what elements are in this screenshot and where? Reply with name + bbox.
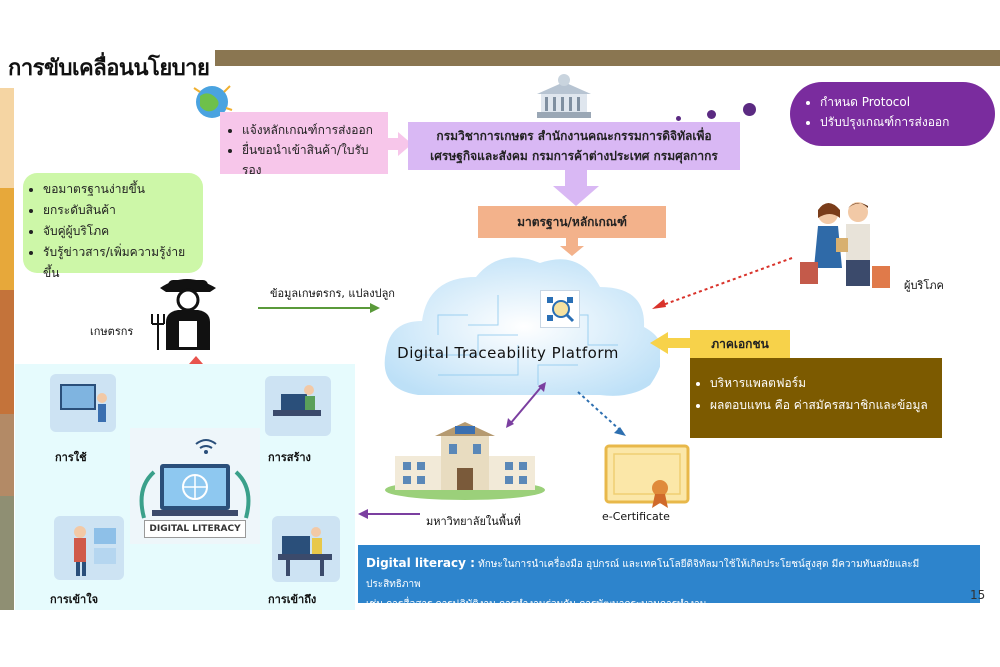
use-label: การใช้ <box>55 451 87 464</box>
create-label: การสร้าง <box>268 451 311 464</box>
platform-cloud <box>384 257 660 396</box>
definition-box: Digital literacy : ทักษะในการนำเครื่องมื… <box>358 545 980 610</box>
private-item: บริหารแพลตฟอร์ม <box>710 372 938 394</box>
strip-segment <box>0 290 14 414</box>
private-sector-box: บริหารแพลตฟอร์ม ผลตอบแทน คือ ค่าสมัครสมา… <box>690 358 942 438</box>
consumer-label: ผู้บริโภค <box>904 279 944 292</box>
definition-term: Digital literacy : <box>366 556 475 570</box>
benefit-item: รับรู้ข่าวสาร/เพิ่มความรู้ง่ายขึ้น <box>43 242 199 284</box>
dot <box>676 116 681 121</box>
create-illustration <box>265 376 331 436</box>
government-building-icon <box>537 74 591 118</box>
arrow-down-icon <box>560 238 584 256</box>
access-label: การเข้าถึง <box>268 593 317 606</box>
digital-literacy-badge: DIGITAL LITERACY <box>144 520 246 538</box>
dot <box>743 103 756 116</box>
arrow-down-icon <box>553 170 599 206</box>
access-icon <box>278 527 332 576</box>
header-bar <box>215 50 1000 66</box>
laptop-globe-icon <box>139 439 251 519</box>
university-label: มหาวิทยาลัยในพื้นที่ <box>426 515 521 528</box>
farmer-benefits-box: ขอมาตรฐานง่ายขึ้น ยกระดับสินค้า จับคู่ผู… <box>23 173 203 280</box>
arrow-right-icon <box>258 303 380 313</box>
benefit-item: จับคู่ผู้บริโภค <box>43 221 199 242</box>
protocol-item: ปรับปรุงเกณฑ์การส่งออก <box>820 112 987 132</box>
understand-label: การเข้าใจ <box>50 593 99 606</box>
arrow-left-icon <box>358 509 420 519</box>
arrow-right-icon <box>386 132 412 156</box>
protocol-item: กำหนด Protocol <box>820 92 987 112</box>
magnifier-icon <box>547 297 575 323</box>
definition-line-2: เช่น การสื่อสาร การปฏิบัติงาน การทำงานร่… <box>366 599 707 610</box>
digital-literacy-card: DIGITAL LITERACY <box>130 428 260 544</box>
agencies-line: กรมวิชาการเกษตร สำนักงานคณะกรรมการดิจิทั… <box>436 129 712 143</box>
strip-segment <box>0 496 14 610</box>
dotted-arrow <box>577 391 626 436</box>
traceability-icon <box>540 290 580 328</box>
private-sector-label: ภาคเอกชน <box>690 330 790 358</box>
definition-text: ทักษะในการนำเครื่องมือ อุปกรณ์ และเทคโนโ… <box>366 559 920 590</box>
farmer-icon <box>151 279 216 350</box>
strip-segment <box>0 188 14 290</box>
consumers-icon <box>800 202 890 288</box>
certificate-label: e-Certificate <box>602 510 670 523</box>
understand-illustration <box>54 516 124 580</box>
university-icon <box>385 422 545 500</box>
platform-label: Digital Traceability Platform <box>397 344 619 362</box>
private-item: ผลตอบแทน คือ ค่าสมัครสมาชิกและข้อมูล <box>710 394 938 416</box>
benefit-item: ยกระดับสินค้า <box>43 200 199 221</box>
creator-desk-icon <box>273 385 321 416</box>
export-rules-box: แจ้งหลักเกณฑ์การส่งออก ยื่นขอนำเข้าสินค้… <box>220 112 388 177</box>
use-illustration <box>50 374 116 432</box>
dotted-arrow <box>652 257 793 309</box>
bidirectional-arrow <box>506 382 546 428</box>
globe-icon <box>193 85 233 118</box>
computer-user-icon <box>60 384 107 422</box>
export-item: ยื่นขอนำเข้าสินค้า/ใบรับรอง <box>242 140 384 180</box>
farmer-data-label: ข้อมูลเกษตรกร, แปลงปลูก <box>270 287 395 300</box>
export-item: แจ้งหลักเกณฑ์การส่งออก <box>242 120 384 140</box>
certificate-icon <box>604 444 690 508</box>
access-illustration <box>272 516 340 582</box>
benefit-item: ขอมาตรฐานง่ายขึ้น <box>43 179 199 200</box>
page-title: การขับเคลื่อนนโยบาย <box>8 56 210 81</box>
dot <box>707 110 716 119</box>
definition-line-1: Digital literacy : ทักษะในการนำเครื่องมื… <box>366 553 970 595</box>
arrow-left-icon <box>650 332 692 354</box>
strip-segment <box>0 88 14 188</box>
farmer-label: เกษตรกร <box>90 325 134 338</box>
agencies-line: เศรษฐกิจและสังคม กรมการค้าต่างประเทศ กรม… <box>430 149 718 163</box>
page-number: 15 <box>970 588 986 602</box>
understanding-icon <box>74 526 116 576</box>
protocol-cloud: กำหนด Protocol ปรับปรุงเกณฑ์การส่งออก <box>790 82 995 146</box>
standards-box: มาตรฐาน/หลักเกณฑ์ <box>478 206 666 238</box>
agencies-box: กรมวิชาการเกษตร สำนักงานคณะกรรมการดิจิทั… <box>408 122 740 170</box>
strip-segment <box>0 414 14 496</box>
